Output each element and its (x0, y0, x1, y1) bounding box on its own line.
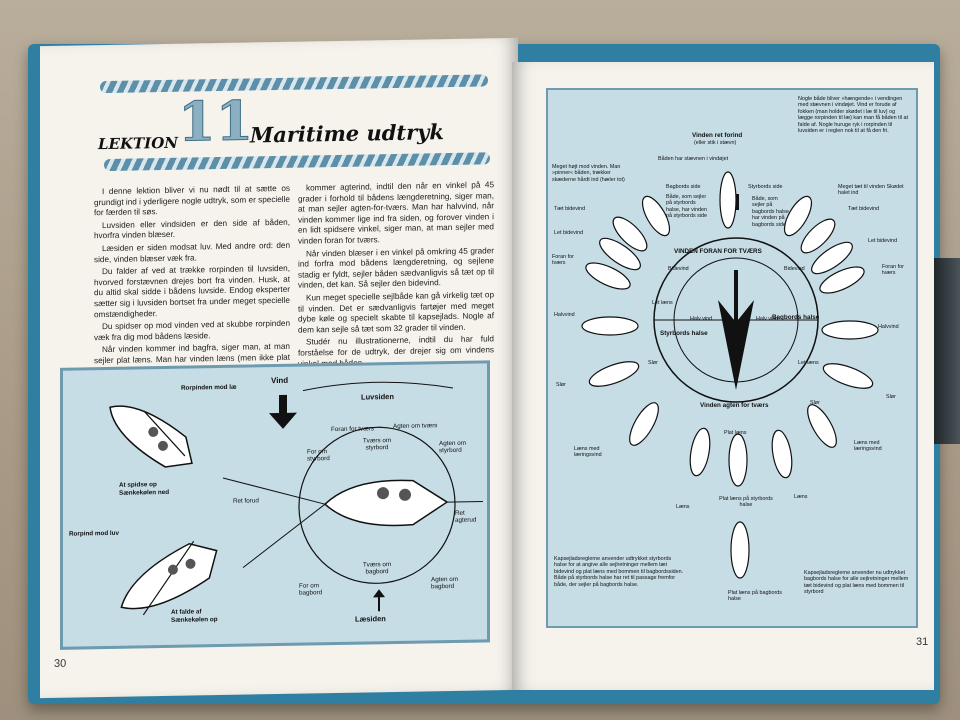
label-bidevind-l: Bidevind (668, 266, 689, 272)
lesson-number: 11 (178, 88, 254, 154)
label-plat-laens-styrbords: Plat læns på styrbords halse (719, 496, 773, 509)
label-halv-vind-l: Halv vind (690, 316, 713, 322)
page-title: Maritime udtryk (250, 119, 444, 148)
label-foran-for-tvaers: Foran for tværs (331, 425, 375, 434)
label-bagbords-halse-boats: Både, som sejler på bagbords halse, har … (752, 196, 791, 228)
label-ret-forud: Ret forud (233, 497, 259, 505)
label-plat-laens: Plat læns (724, 430, 747, 436)
label-laens-laeringsvind-r: Læns med læringsvind (854, 440, 882, 453)
label-foran-for-tvaers-l: Foran for tværs (552, 254, 574, 267)
label-at-spidse-op: At spidse op (119, 481, 157, 489)
right-page: Nogle både bliver »hængende« i vendingen… (512, 62, 934, 690)
wind-directions-diagram: Nogle både bliver »hængende« i vendingen… (546, 88, 918, 628)
label-halvvind-l: Halvvind (554, 312, 575, 318)
diagram-artwork (581, 171, 879, 579)
label-slaer-inner-r: Slør (810, 400, 820, 406)
boat-falde-af (120, 540, 218, 616)
boat-center (323, 479, 449, 527)
diagram-artwork (109, 381, 483, 616)
paragraph: I denne lektion bliver vi nu nødt til at… (94, 183, 290, 218)
label-staevnen-i-vindojet: Båden har stævnen i vindøjet (658, 156, 729, 162)
label-styrbords-halse-boats: Både, som sejler på styrbords halse, har… (666, 194, 708, 220)
label-laens-laeringsvind-l: Læns med læringsvind (574, 446, 602, 459)
paragraph: Kun meget specielle sejlbåde kan gå virk… (298, 290, 494, 335)
label-agten-om-tvaers: Agten om tværs (393, 422, 438, 431)
label-tvaers-om-styrbord: Tværs om styrbord (362, 437, 392, 452)
paragraph: Når vinden blæser i en vinkel på omkring… (298, 245, 494, 291)
label-for-om-styrbord: For om styrbord (307, 448, 330, 463)
label-ret-agterud: Ret agterud (455, 509, 477, 524)
note-kapsejlads-bagbords: Kapsejladsreglerne anvender nu udtrykket… (804, 570, 909, 596)
label-styrbords-halse: Styrbords halse (660, 330, 708, 337)
label-saenkekolen-ned: Sænkekølen ned (119, 488, 170, 497)
label-taet-bidevind-l: Tæt bidevind (554, 206, 586, 212)
label-stik-i-staevn: (eller stik i stævn) (694, 140, 737, 146)
label-laens-r: Læns (794, 494, 808, 500)
label-luvsiden: Luvsiden (361, 391, 394, 402)
label-let-bidevind-r: Let bidevind (868, 238, 898, 244)
label-at-falde-af: At falde af (171, 608, 202, 616)
label-foran-for-tvaers-r: Foran for tværs (882, 264, 904, 277)
label-tvaers-om-bagbord: Tværs om bagbord (362, 561, 392, 576)
note-kapsejlads-styrbords: Kapsejladsreglerne anvender udtrykket st… (554, 556, 684, 588)
paragraph: Læsiden er siden modsat luv. Med andre o… (94, 240, 290, 264)
label-laesiden: Læsiden (355, 614, 386, 624)
label-styrbords-side: Styrbords side (748, 184, 783, 190)
wind-arrow-icon (718, 270, 754, 390)
label-slaer-l: Slør (556, 382, 566, 388)
boat-spidse-op (109, 405, 193, 468)
label-bidevind-r: Bidevind (784, 266, 805, 272)
header-stripe-bottom (104, 152, 490, 172)
note-stuck-in-wind: Nogle både bliver »hængende« i vendingen… (798, 96, 908, 135)
label-slaer-inner-l: Slør (648, 360, 658, 366)
label-agten-om-styrbord: Agten om styrbord (439, 439, 466, 455)
left-page: LEKTION 11 Maritime udtryk I denne lekti… (40, 37, 518, 699)
label-taet-bidevind-r: Tæt bidevind (848, 206, 880, 212)
label-let-laens-l: Let læns (652, 300, 673, 306)
paragraph: Luvsiden eller vindsiden er den side af … (94, 217, 290, 241)
label-plat-laens-bagbords: Plat læns på bagbords halse (728, 590, 782, 603)
label-rorpind-mod-luv: Rorpind mod luv (69, 529, 120, 538)
label-saenkekolen-op: Sænkekølen op (171, 616, 218, 624)
paragraph: Du spidser op mod vinden ved at skubbe r… (94, 318, 290, 342)
label-let-laens-r: Let læns (798, 360, 819, 366)
page-number-left: 30 (54, 657, 67, 670)
label-agten-om-bagbord: Agten om bagbord (431, 575, 458, 591)
label-bagbords-halse: Bagbords halse (772, 314, 820, 321)
label-halvvind-r: Halvvind (878, 324, 899, 330)
boat-ring (581, 171, 879, 579)
label-laens-l: Læns (676, 504, 690, 510)
label-vinden-agten-for-tvaers: Vinden agten for tværs (700, 402, 769, 409)
page-number-right: 31 (916, 636, 929, 648)
label-vinden-foran-for-tvaers: VINDEN FORAN FOR TVÆRS (674, 248, 762, 255)
label-for-om-bagbord: For om bagbord (299, 582, 323, 597)
wind-arrow-icon (269, 394, 297, 429)
label-let-bidevind-l: Let bidevind (554, 230, 584, 236)
dark-object-edge (934, 258, 960, 444)
text-column-2: kommer agterind, indtil den når en vinke… (298, 180, 494, 372)
paragraph: Du falder af ved at trække rorpinden til… (94, 263, 290, 319)
paragraph: kommer agterind, indtil den når en vinke… (298, 180, 494, 246)
sailing-terms-diagram: Rorpinden mod læ Vind Luvsiden At spidse… (60, 360, 490, 650)
label-meget-hojt: Meget højt mod vinden. Man »pinner« både… (552, 164, 625, 183)
label-meget-taet: Meget tæt til vinden Skødet halet ind (838, 184, 904, 197)
lesson-label: LEKTION (98, 133, 178, 154)
label-slaer-r: Slør (886, 394, 896, 400)
text-column-1: I denne lektion bliver vi nu nødt til at… (94, 184, 290, 380)
label-rorpinden-mod-lae: Rorpinden mod læ (181, 383, 237, 392)
label-halv-vind-r: Halv vind (756, 316, 779, 322)
label-bagbords-side: Bagbords side (666, 184, 701, 190)
label-vinden-ret-forind: Vinden ret forind (692, 132, 743, 139)
header-stripe-top (100, 74, 488, 94)
label-vind: Vind (271, 375, 289, 386)
